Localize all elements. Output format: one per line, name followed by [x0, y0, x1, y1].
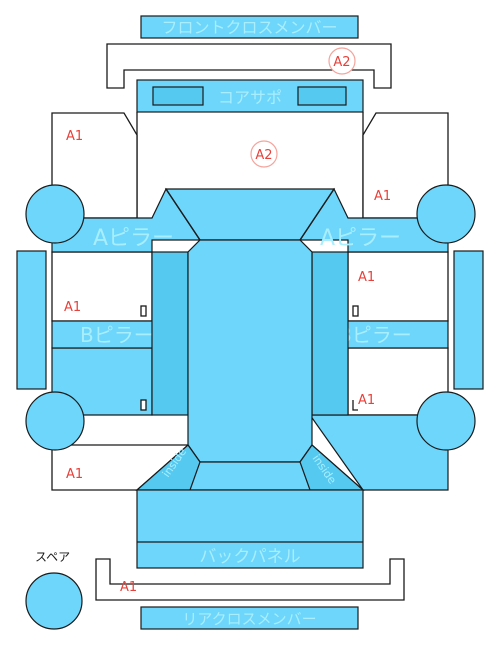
rear-left-wheel[interactable]	[25, 391, 85, 451]
left-front-door-handle	[140, 305, 147, 317]
mark-a1-right-front-door: A1	[358, 270, 375, 285]
left-rear-door-handle	[140, 399, 147, 411]
mark-a1-right-front-fender: A1	[374, 189, 391, 204]
left-side-sill[interactable]	[151, 251, 189, 416]
spare-label: スペア	[35, 550, 70, 564]
back-panel[interactable]	[136, 489, 364, 569]
back-panel-label: バックパネル	[199, 547, 300, 567]
mark-a2-hood-circle	[250, 140, 278, 168]
front-left-wheel[interactable]	[25, 184, 85, 244]
right-front-door-handle	[352, 305, 359, 317]
core-support-label: コアサポ	[218, 88, 282, 107]
right-side-sill[interactable]	[311, 251, 349, 416]
mark-a1-left-rear-fender: A1	[66, 467, 83, 482]
right-front-door[interactable]	[347, 251, 449, 322]
mark-a2-front-bumper-circle	[328, 47, 356, 75]
rear-bumper-outline	[95, 558, 405, 601]
windshield-left-edge	[165, 188, 201, 241]
roof-panel[interactable]	[187, 239, 313, 463]
windshield-right-edge	[299, 188, 335, 241]
left-side-rail[interactable]	[16, 250, 47, 390]
spare-tire[interactable]	[25, 572, 83, 630]
left-a-pillar[interactable]	[51, 187, 202, 253]
rear-cross-member-label: リアクロスメンバー	[182, 610, 316, 628]
front-cross-member-panel[interactable]	[140, 15, 359, 39]
mark-a2-hood: A2	[255, 148, 272, 163]
rear-cross-member-panel[interactable]	[140, 606, 359, 630]
mark-a1-rear-bumper: A1	[120, 580, 137, 595]
left-b-pillar-label: Bピラー	[80, 323, 154, 347]
right-rear-quarter[interactable]	[308, 414, 449, 491]
mark-a2-front-bumper: A2	[333, 55, 350, 70]
mark-a1-left-front-door: A1	[64, 300, 81, 315]
left-a-pillar-label: Aピラー	[93, 226, 174, 251]
core-support-right-slot	[297, 86, 347, 106]
mark-a1-right-rear-door: A1	[358, 393, 375, 408]
right-rear-door-handle	[352, 400, 358, 411]
right-b-pillar-label: Bピラー	[338, 323, 412, 347]
right-side-rail[interactable]	[453, 250, 484, 390]
rear-right-wheel[interactable]	[416, 391, 476, 451]
front-cross-member-label: フロントクロスメンバー	[161, 18, 337, 37]
right-a-pillar-label: Aピラー	[320, 226, 401, 251]
front-right-wheel[interactable]	[416, 184, 476, 244]
core-support-left-slot	[152, 86, 204, 106]
mark-a1-left-front-fender: A1	[66, 129, 83, 144]
front-bumper-outline	[106, 43, 392, 89]
